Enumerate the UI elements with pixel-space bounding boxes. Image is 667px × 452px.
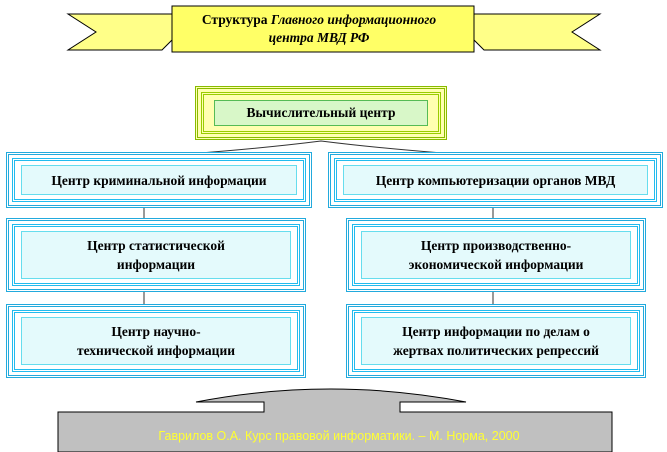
title-ribbon-shape-right [473, 13, 602, 51]
title-italic-line-1: Главного информационного [270, 12, 437, 27]
right-box-3: Центр информации по делам о жертвах поли… [346, 304, 646, 378]
right-box-3-label: Центр информации по делам о жертвах поли… [361, 317, 631, 365]
right-box-2-label: Центр производственно- экономической инф… [361, 231, 631, 279]
left-box-1-label: Центр криминальной информации [21, 165, 297, 195]
left-box-3-label: Центр научно- технической информации [21, 317, 291, 365]
title-italic-line-2: центра МВД РФ [268, 30, 370, 45]
root-box-label: Вычислительный центр [214, 100, 428, 126]
title-plain: Структура [201, 12, 271, 27]
right-box-1-label: Центр компьютеризации органов МВД [343, 165, 648, 195]
left-box-1: Центр криминальной информации [6, 152, 312, 208]
footer-scroll-shape [57, 388, 613, 452]
source-citation: Гаврилов О.А. Курс правовой информатики.… [158, 429, 520, 443]
right-box-1: Центр компьютеризации органов МВД [328, 152, 663, 208]
root-box-frame: Вычислительный центр [201, 92, 441, 134]
root-box: Вычислительный центр [195, 86, 447, 140]
right-box-2: Центр производственно- экономической инф… [346, 218, 646, 292]
left-box-2-label: Центр статистической информации [21, 231, 291, 279]
left-box-3: Центр научно- технической информации [6, 304, 306, 378]
left-box-2: Центр статистической информации [6, 218, 306, 292]
title-ribbon-shape [66, 13, 173, 51]
diagram-title: Структура Главного информационного центр… [160, 9, 478, 49]
title-box-shape [171, 5, 475, 53]
